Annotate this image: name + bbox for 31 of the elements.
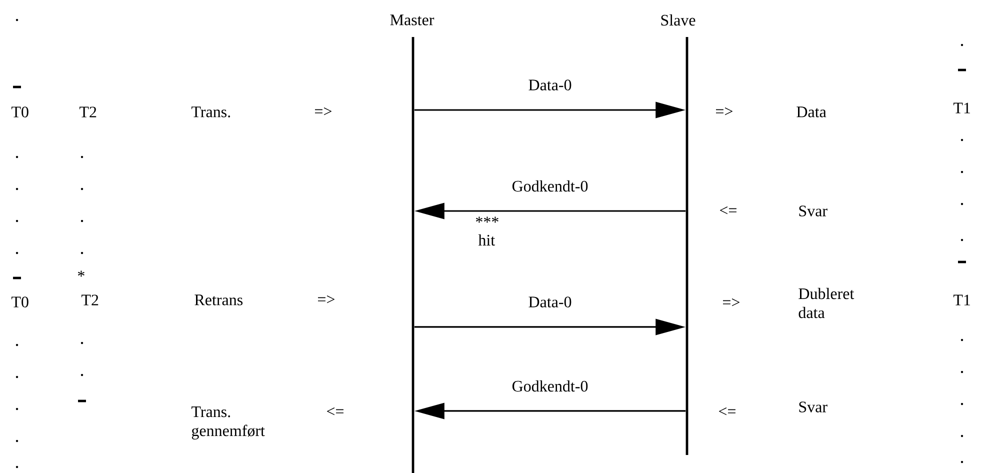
star-mark: * [78,270,84,277]
direction-sign: <= [720,206,736,214]
event-label: Retrans [194,294,242,306]
participant-label: Master [390,14,434,26]
edge-label: Data-0 [527,296,573,308]
participant-label: Slave [661,14,696,26]
edge-label: Godkendt-0 [510,179,590,193]
direction-sign: => [723,298,740,306]
event-label: Dubleret data [798,288,854,318]
time-label: T0 [12,296,28,308]
time-label: T0 [12,106,28,118]
edge-label: Data-0 [527,78,573,92]
time-label: T2 [80,106,96,118]
event-label: Svar [799,206,828,216]
event-label: hit [478,234,495,246]
event-label: Svar [799,402,828,412]
edge-label: Godkendt-0 [510,379,590,393]
direction-sign: => [318,295,334,304]
direction-sign: => [315,107,332,116]
event-label: Data [796,106,826,118]
lifeline [412,37,414,473]
time-label: T1 [953,294,970,306]
star-marks: *** [476,216,498,223]
direction-sign: <= [327,407,344,416]
time-label: T2 [82,294,98,306]
event-label: Trans. [192,106,230,118]
event-label: Trans. gennemført [192,406,265,440]
direction-sign: => [716,107,732,116]
lifeline [686,37,688,455]
direction-sign: <= [719,407,736,416]
time-label: T1 [953,102,970,114]
